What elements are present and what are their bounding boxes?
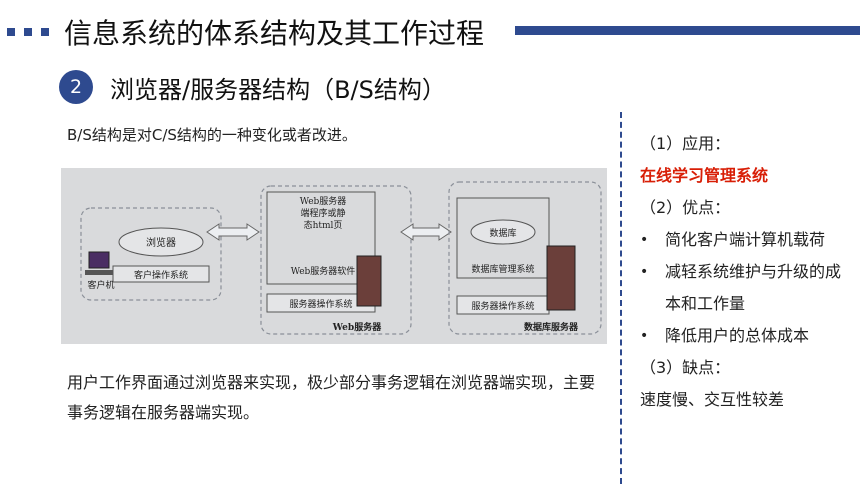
section-title: 浏览器/服务器结构（B/S结构） (110, 76, 446, 104)
application-heading: （1）应用： (640, 134, 731, 153)
title-accent-bar (515, 26, 860, 35)
server-os-label: 服务器操作系统 (289, 298, 352, 310)
web-software-box (266, 191, 376, 285)
header-square-icon (41, 28, 49, 36)
description-text: 用户工作界面通过浏览器来实现，极少部分事务逻辑在浏览器端实现，主要事务逻辑在服务… (67, 373, 596, 422)
header-square-icon (24, 28, 32, 36)
db-system-label: 数据库管理系统 (471, 263, 534, 275)
double-arrow-icon (206, 223, 260, 241)
db-system-box (456, 197, 550, 279)
header-square-icon (7, 28, 15, 36)
client-os-label: 客户操作系统 (134, 269, 188, 281)
db-server-tower-icon (546, 245, 576, 311)
web-server-text-2: 端程序或静 (300, 207, 345, 219)
disadvantages-value: 速度慢、交互性较差 (640, 390, 785, 409)
advantage-item: 简化客户端计算机载荷 (640, 224, 850, 256)
bs-architecture-diagram: 浏览器 客户操作系统 客户机 Web服务器 端程序或静 态html页 Web服务… (61, 168, 607, 344)
intro-text: B/S结构是对C/S结构的一种变化或者改进。 (67, 126, 357, 144)
double-arrow-icon (400, 223, 452, 241)
section-number-badge: 2 (59, 70, 93, 104)
keyboard-icon (85, 270, 113, 275)
web-server-tower-icon (356, 255, 382, 307)
db-server-label: 数据库服务器 (524, 321, 579, 333)
browser-ellipse (118, 227, 204, 257)
diagram-svg: 浏览器 客户操作系统 客户机 Web服务器 端程序或静 态html页 Web服务… (80, 181, 602, 335)
web-server-label: Web服务器 (332, 321, 382, 333)
side-panel: （1）应用： 在线学习管理系统 （2）优点： 简化客户端计算机载荷 减轻系统维护… (640, 128, 850, 416)
disadvantages-heading: （3）缺点： (640, 358, 731, 377)
browser-label: 浏览器 (146, 236, 176, 249)
page-title: 信息系统的体系结构及其工作过程 (64, 17, 485, 50)
computer-icon (88, 251, 110, 269)
web-server-box (260, 185, 412, 335)
advantages-heading: （2）优点： (640, 198, 731, 217)
web-server-text-3: 态html页 (304, 219, 343, 231)
database-ellipse (470, 219, 536, 245)
client-box (80, 207, 222, 301)
advantage-item: 降低用户的总体成本 (640, 320, 850, 352)
application-value: 在线学习管理系统 (640, 166, 769, 185)
db-server-box (448, 181, 602, 335)
db-server-os-label: 服务器操作系统 (471, 300, 534, 312)
web-server-text-1: Web服务器 (300, 195, 347, 207)
web-software-label: Web服务器软件 (291, 265, 356, 277)
database-label: 数据库 (489, 227, 516, 239)
advantage-item: 减轻系统维护与升级的成本和工作量 (640, 256, 850, 320)
dashed-divider (620, 112, 622, 484)
client-label: 客户机 (87, 279, 114, 291)
